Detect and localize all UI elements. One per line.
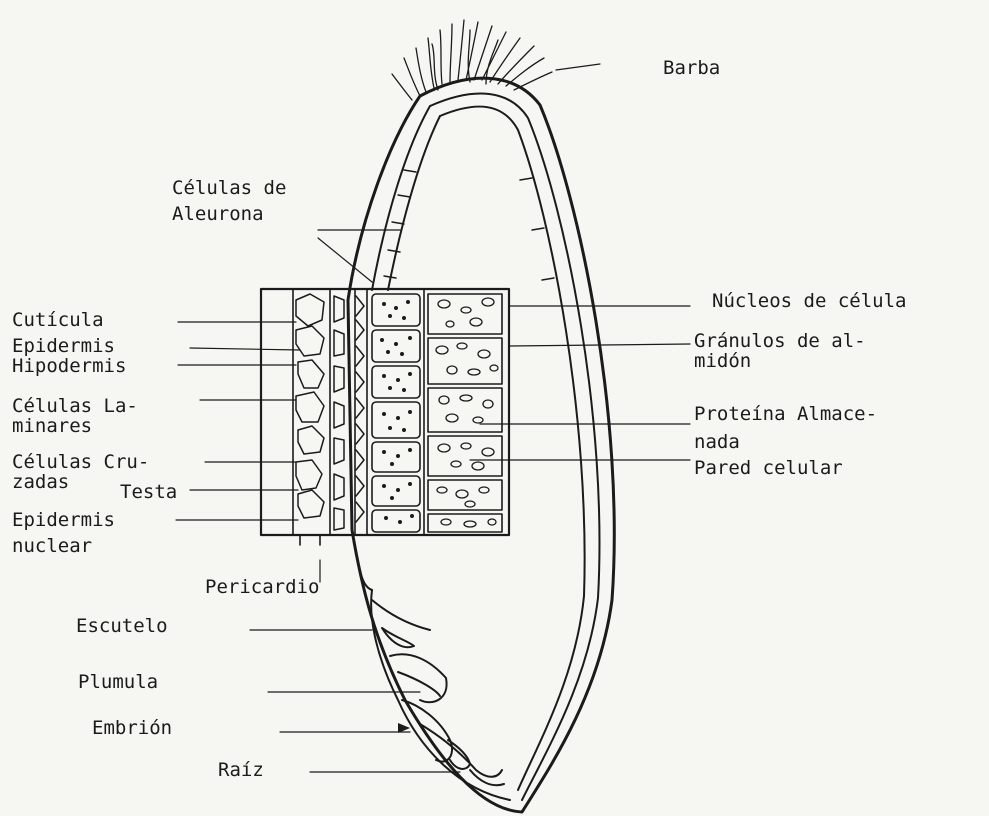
tissue-aleurone-cells <box>372 294 420 532</box>
label-aleurona-line2: Aleurona <box>172 204 286 224</box>
label-granulos: Gránulos de al- midón <box>694 331 866 371</box>
tissue-dots <box>380 300 414 524</box>
label-laminares: Células La- minares <box>12 396 138 436</box>
grain-outline-outer <box>348 78 614 812</box>
label-epidermis: Epidermis <box>12 336 115 356</box>
label-cuticula: Cutícula <box>12 310 104 330</box>
label-granulos-line1: Gránulos de al- <box>694 331 866 351</box>
label-testa: Testa <box>120 482 177 502</box>
embryo <box>360 570 510 800</box>
beard-bristles <box>392 20 552 100</box>
label-embrion: Embrión <box>92 718 172 738</box>
label-aleurona-line1: Células de <box>172 178 286 198</box>
label-raiz: Raíz <box>218 760 264 780</box>
label-proteina-line1: Proteína Almace- <box>694 404 877 424</box>
label-proteina: Proteína Almace- nada <box>694 404 877 452</box>
tissue-endosperm-cells <box>428 294 502 532</box>
label-nucleos: Núcleos de célula <box>712 291 906 311</box>
label-barba: Barba <box>663 58 720 78</box>
label-hipodermis: Hipodermis <box>12 356 126 376</box>
label-proteina-line2: nada <box>694 432 877 452</box>
label-pericardio: Pericardio <box>205 577 319 597</box>
label-laminares-line1: Células La- <box>12 396 138 416</box>
label-epidermis-nuclear-line1: Epidermis <box>12 510 115 530</box>
label-epidermis-nuclear: Epidermis nuclear <box>12 510 115 556</box>
label-pared: Pared celular <box>694 458 843 478</box>
label-aleurona: Células de Aleurona <box>172 178 286 224</box>
label-granulos-line2: midón <box>694 351 866 371</box>
aleurone-ticks <box>384 170 554 280</box>
starch-granules <box>436 298 498 527</box>
label-cruzadas-line1: Células Cru- <box>12 452 149 472</box>
label-laminares-line2: minares <box>12 416 138 436</box>
label-epidermis-nuclear-line2: nuclear <box>12 536 115 556</box>
pericardio-stem <box>300 535 320 545</box>
grain-outline-inner <box>430 94 599 801</box>
label-plumula: Plumula <box>78 672 158 692</box>
grain-left-wall <box>372 106 430 290</box>
label-escutelo: Escutelo <box>76 616 168 636</box>
